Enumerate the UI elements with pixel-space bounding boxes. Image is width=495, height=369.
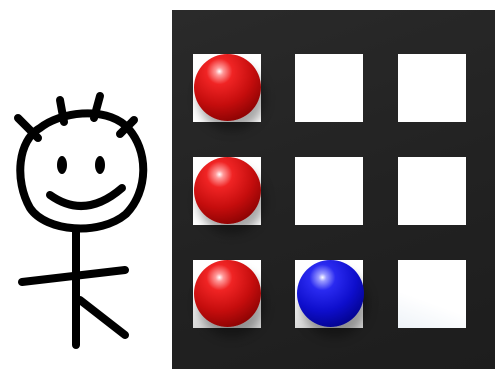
red-piece[interactable] bbox=[194, 54, 261, 121]
player-avatar bbox=[0, 88, 165, 363]
cell-r3-c3[interactable] bbox=[398, 260, 466, 328]
red-piece[interactable] bbox=[194, 260, 261, 327]
red-piece[interactable] bbox=[194, 157, 261, 224]
stick-figure-smiley-icon bbox=[0, 88, 165, 363]
cell-r2-c3[interactable] bbox=[398, 157, 466, 225]
cell-r1-c3[interactable] bbox=[398, 54, 466, 122]
cell-r1-c2[interactable] bbox=[295, 54, 363, 122]
cell-r2-c2[interactable] bbox=[295, 157, 363, 225]
game-board bbox=[172, 10, 495, 369]
blue-piece[interactable] bbox=[297, 260, 364, 327]
